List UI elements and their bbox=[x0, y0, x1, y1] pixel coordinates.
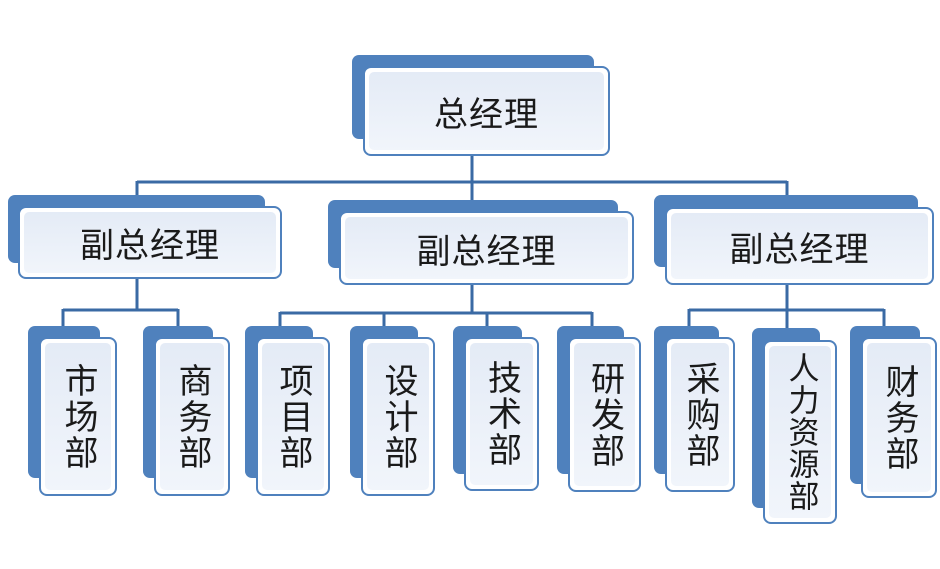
deputy-node-3: 副总经理 bbox=[654, 195, 934, 285]
root-node-label: 总经理 bbox=[434, 94, 539, 135]
deputy-node-2-label: 副总经理 bbox=[416, 231, 557, 272]
deputy-node-3-label: 副总经理 bbox=[729, 229, 870, 270]
department-node-rnd: 研发部 bbox=[557, 326, 641, 492]
department-node-procurement-label: 采购部 bbox=[680, 360, 720, 469]
department-node-marketing: 市场部 bbox=[28, 326, 117, 496]
department-node-human-resources: 人力资源部 bbox=[752, 328, 837, 524]
deputy-node-1-label: 副总经理 bbox=[80, 226, 220, 266]
department-node-technology: 技术部 bbox=[453, 326, 539, 491]
department-node-rnd-label: 研发部 bbox=[584, 360, 625, 469]
department-node-project-label: 项目部 bbox=[273, 362, 313, 471]
deputy-node-1: 副总经理 bbox=[8, 195, 282, 279]
department-node-technology-label: 技术部 bbox=[481, 360, 522, 468]
department-node-human-resources-label: 人力资源部 bbox=[782, 352, 819, 512]
department-node-design: 设计部 bbox=[350, 326, 435, 496]
department-node-finance-label: 财务部 bbox=[879, 363, 919, 472]
department-node-project: 项目部 bbox=[245, 326, 330, 496]
deputy-node-2: 副总经理 bbox=[328, 200, 634, 285]
department-node-design-label: 设计部 bbox=[378, 362, 418, 471]
department-node-business: 商务部 bbox=[143, 326, 230, 496]
root-node-general-manager: 总经理 bbox=[352, 55, 610, 156]
department-node-business-label: 商务部 bbox=[172, 362, 212, 471]
department-node-marketing-label: 市场部 bbox=[58, 362, 98, 471]
department-node-finance: 财务部 bbox=[850, 326, 937, 498]
department-node-procurement: 采购部 bbox=[654, 326, 735, 492]
